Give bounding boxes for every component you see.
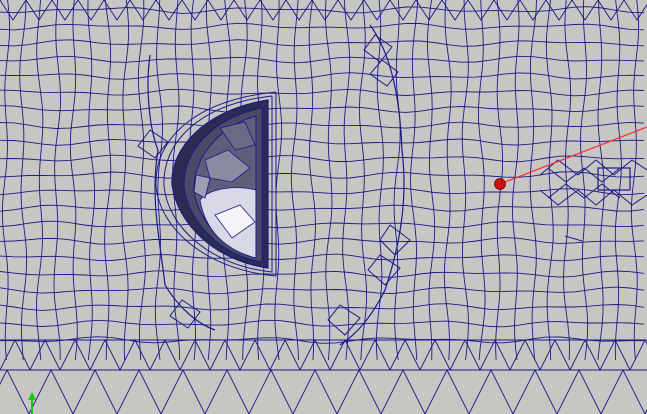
probe-point-icon[interactable] [494,178,506,190]
mesh-top-triangle [597,0,625,21]
mesh-top-triangle [285,0,313,21]
mesh-horizontal-line [0,154,645,163]
mesh-horizontal-line [0,303,645,311]
mesh-horizontal-line [0,270,645,278]
mesh-top-triangle [571,0,599,21]
mesh-vertical-line [478,0,486,361]
mesh-top-triangle [389,0,417,21]
mesh-top-triangle [441,0,469,21]
mesh-horizontal-line [0,220,645,229]
mesh-vertical-line [1,0,11,361]
mesh-horizontal-line [0,138,645,146]
mesh-top-triangle [311,0,339,21]
mesh-vertical-line [443,0,452,361]
mesh-horizontal-line [0,336,644,344]
mesh-horizontal-line [0,237,645,245]
mesh-horizontal-line [0,204,645,212]
mesh-top-triangle [25,0,53,21]
mesh-top-triangle [467,0,495,21]
mesh-vertical-line [342,0,351,361]
mesh-top-triangle [51,0,79,21]
mesh-vertical-line [36,0,44,361]
mesh-top-triangle [337,0,365,21]
mesh-vertical-line [308,0,316,361]
mesh-vertical-line [121,0,130,361]
mesh-horizontal-line [0,22,645,31]
outer-ring-mesh [137,24,411,346]
mesh-top-triangle [545,0,573,21]
mesh-horizontal-line [0,6,645,14]
mesh-top-triangle [103,0,131,21]
mesh-vertical-line [545,0,554,361]
mesh-vertical-line [461,0,469,361]
mesh-horizontal-line [0,55,645,64]
probe-line[interactable] [499,126,647,185]
mesh-horizontal-line [0,171,645,179]
half-cylinder-cavity [155,91,277,277]
mesh-horizontal-line [0,286,645,295]
mesh-vertical-line [393,0,401,361]
mesh-top-triangle [77,0,105,21]
mesh-vertical-line [511,0,520,361]
mesh-top-triangle [623,0,647,21]
surface-mesh-grid [0,0,647,361]
mesh-vertical-line [290,0,299,361]
mesh-top-triangle [155,0,183,21]
mesh-vertical-line [427,0,436,361]
mesh-horizontal-line [0,253,645,262]
mesh-top-triangle [233,0,261,21]
mesh-horizontal-line [0,39,645,47]
right-refined-mesh-patch [539,159,647,242]
mesh-top-triangle [493,0,521,21]
mesh-horizontal-line [0,105,645,113]
axis-triad-icon [28,392,36,414]
mesh-horizontal-line [0,72,645,80]
mesh-top-triangle [0,0,27,21]
bottom-triangle-band [0,338,647,414]
mesh-vertical-line [104,0,112,361]
mesh-vertical-line [274,0,283,361]
mesh-top-triangle [363,0,391,21]
mesh-vertical-line [53,0,62,361]
mesh-vertical-line [563,0,572,361]
mesh-top-triangle [259,0,287,21]
mesh-top-triangle [129,0,157,21]
mesh-top-triangle [181,0,209,21]
mesh-vertical-line [19,0,28,361]
mesh-vertical-line [410,0,419,361]
mesh-horizontal-line [0,319,645,328]
mesh-vertical-line [69,0,78,361]
mesh-top-triangle [207,0,235,21]
mesh-vertical-line [580,0,589,361]
mesh-vertical-line [529,0,537,361]
mesh-vertical-line [137,0,146,361]
mesh-horizontal-line [0,187,645,196]
mesh-top-triangle [415,0,443,21]
mesh-vertical-line [630,0,640,361]
mesh-vertical-line [87,0,96,361]
mesh-top-triangle [519,0,547,21]
mesh-horizontal-line [0,88,645,97]
mesh-vertical-line [324,0,333,361]
mesh-vertical-line [358,0,368,361]
mesh-horizontal-line [0,121,645,130]
